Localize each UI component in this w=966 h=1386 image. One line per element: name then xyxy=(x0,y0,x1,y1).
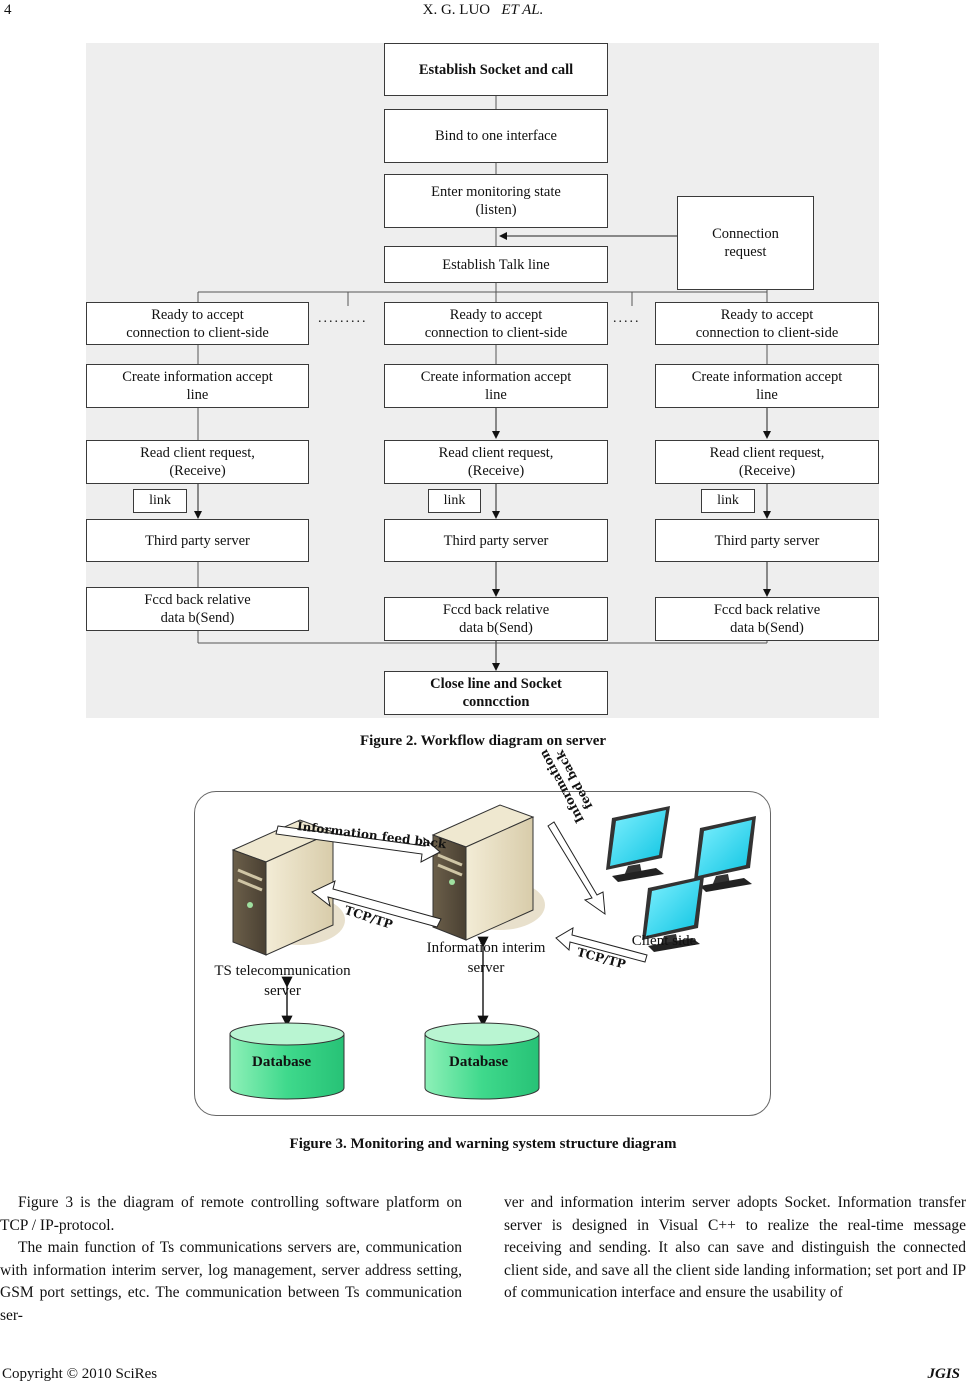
link-label-left: link xyxy=(133,489,187,513)
box-read-left: Read client request, (Receive) xyxy=(86,440,309,484)
box-create-left: Create information accept line xyxy=(86,364,309,408)
database-icon-left xyxy=(229,1022,345,1100)
figure-3-caption: Figure 3. Monitoring and warning system … xyxy=(289,1136,677,1152)
ts-server-icon xyxy=(231,819,345,956)
box-establish-socket: Establish Socket and call xyxy=(384,43,608,96)
box-create-center: Create information accept line xyxy=(384,364,608,408)
box-enter-monitoring: Enter monitoring state (listen) xyxy=(384,174,608,228)
box-create-right: Create information accept line xyxy=(655,364,879,408)
body-left-paragraph-2: The main function of Ts communications s… xyxy=(0,1239,462,1324)
box-connection-request: Connection request xyxy=(677,196,814,290)
label-ts-server: TS telecommunication server xyxy=(214,963,351,999)
figure-2-caption: Figure 2. Workflow diagram on server xyxy=(359,733,607,749)
box-feed-back-left: Fccd back relative data b(Send) xyxy=(86,587,309,631)
box-read-right: Read client request, (Receive) xyxy=(655,440,879,484)
running-header: X. G. LUO ET AL. xyxy=(0,2,966,19)
body-right-column: ver and information interim server adopt… xyxy=(504,1192,966,1305)
box-third-party-left: Third party server xyxy=(86,519,309,562)
box-feed-back-right: Fccd back relative data b(Send) xyxy=(655,597,879,641)
box-ready-left: Ready to accept connection to client-sid… xyxy=(86,302,309,345)
arrow-info-feed-back-right xyxy=(547,821,606,916)
client-monitor-icon-2 xyxy=(694,816,756,892)
arrow-tcp-right xyxy=(555,927,648,963)
box-third-party-center: Third party server xyxy=(384,519,608,562)
body-left-paragraph-1: Figure 3 is the diagram of remote contro… xyxy=(0,1194,462,1234)
database-label-right: Database xyxy=(449,1054,509,1070)
footer-journal: JGIS xyxy=(927,1366,960,1382)
page-number: 4 xyxy=(4,2,12,18)
body-left-column: Figure 3 is the diagram of remote contro… xyxy=(0,1192,462,1328)
box-read-center: Read client request, (Receive) xyxy=(384,440,608,484)
client-monitor-icon-3 xyxy=(642,876,704,952)
client-monitor-icon-1 xyxy=(606,806,670,882)
arrow-tcp-left xyxy=(311,880,442,928)
box-ready-center: Ready to accept connection to client-sid… xyxy=(384,302,608,345)
body-right-paragraph-1: ver and information interim server adopt… xyxy=(504,1194,966,1302)
footer-copyright: Copyright © 2010 SciRes xyxy=(2,1366,158,1382)
link-label-center: link xyxy=(428,489,481,513)
box-ready-right: Ready to accept connection to client-sid… xyxy=(655,302,879,345)
header-et-al: ET AL. xyxy=(501,2,544,18)
label-interim-server: Information interim server xyxy=(426,940,546,976)
box-third-party-right: Third party server xyxy=(655,519,879,562)
box-feed-back-center: Fccd back relative data b(Send) xyxy=(384,597,608,641)
header-authors: X. G. LUO xyxy=(422,2,491,18)
box-bind-interface: Bind to one interface xyxy=(384,109,608,163)
database-label-left: Database xyxy=(252,1054,312,1070)
ellipsis-left: ......... xyxy=(318,311,368,326)
database-icon-right xyxy=(424,1022,540,1100)
label-client-side: Client side xyxy=(631,933,697,949)
box-establish-talk-line: Establish Talk line xyxy=(384,246,608,283)
interim-server-icon xyxy=(431,804,545,941)
box-close-line: Close line and Socket conncction xyxy=(384,671,608,715)
ellipsis-right: ..... xyxy=(613,311,641,326)
link-label-right: link xyxy=(701,489,755,513)
arrow-info-feed-back-top xyxy=(275,825,441,863)
